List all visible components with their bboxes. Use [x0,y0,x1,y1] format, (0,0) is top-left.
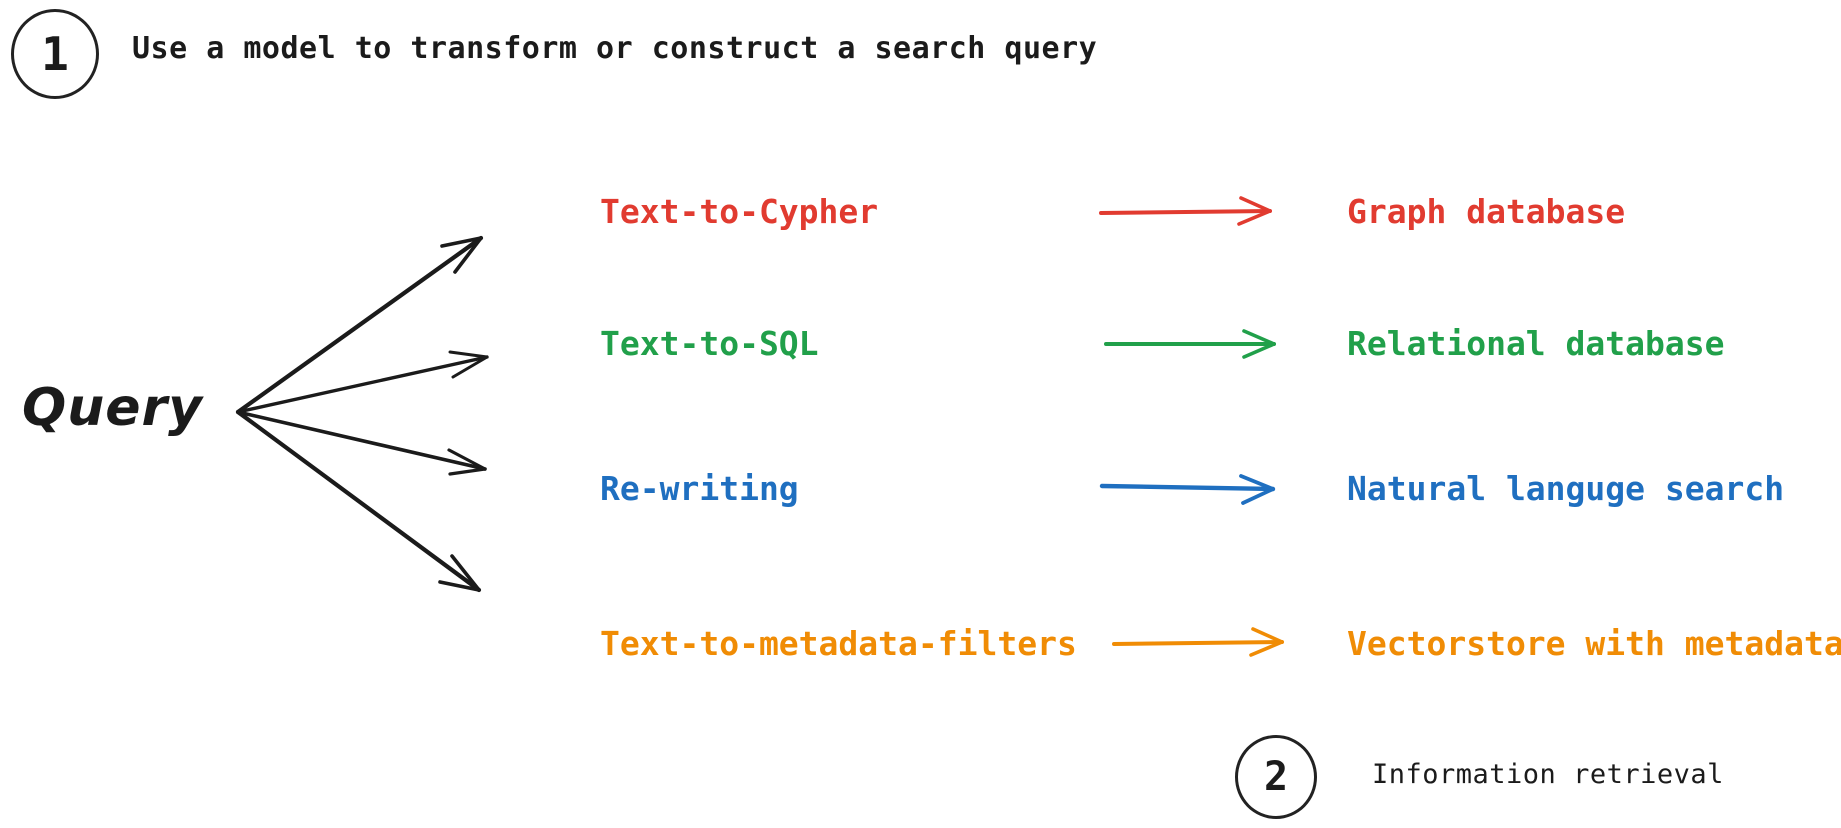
arrow-right-icon [1104,329,1276,359]
technique-label-re-writing: Re-writing [600,469,799,508]
pipeline-row: Text-to-Cypher Graph database [0,190,1841,250]
pipeline-row: Text-to-SQL Relational database [0,322,1841,382]
fan-branch-4 [235,409,482,593]
fan-branch-3 [236,410,487,476]
step-1-badge: 1 [11,9,99,99]
target-label-graph-database: Graph database [1347,192,1626,231]
step-1-caption: Use a model to transform or construct a … [132,31,1098,66]
step-1-number: 1 [41,27,69,81]
step-2-number: 2 [1263,754,1289,800]
technique-label-text-to-sql: Text-to-SQL [600,324,819,363]
arrow-right-icon [1099,196,1272,226]
target-label-natural-language-search: Natural languge search [1347,469,1785,508]
target-label-vectorstore-with-metadata: Vectorstore with metadata [1347,624,1841,663]
fan-branch-2 [236,350,489,414]
target-label-relational-database: Relational database [1347,324,1725,363]
technique-label-text-to-metadata-filters: Text-to-metadata-filters [600,624,1077,663]
technique-label-text-to-cypher: Text-to-Cypher [600,192,879,231]
pipeline-row: Re-writing Natural languge search [0,467,1841,527]
step-2-caption: Information retrieval [1372,759,1724,790]
step-2-badge: 2 [1235,735,1317,819]
arrow-right-icon [1099,474,1276,505]
arrow-right-icon [1112,627,1284,657]
fan-branch-1 [235,235,484,415]
query-source-label: Query [22,378,204,438]
pipeline-row: Text-to-metadata-filters Vectorstore wit… [0,622,1841,682]
